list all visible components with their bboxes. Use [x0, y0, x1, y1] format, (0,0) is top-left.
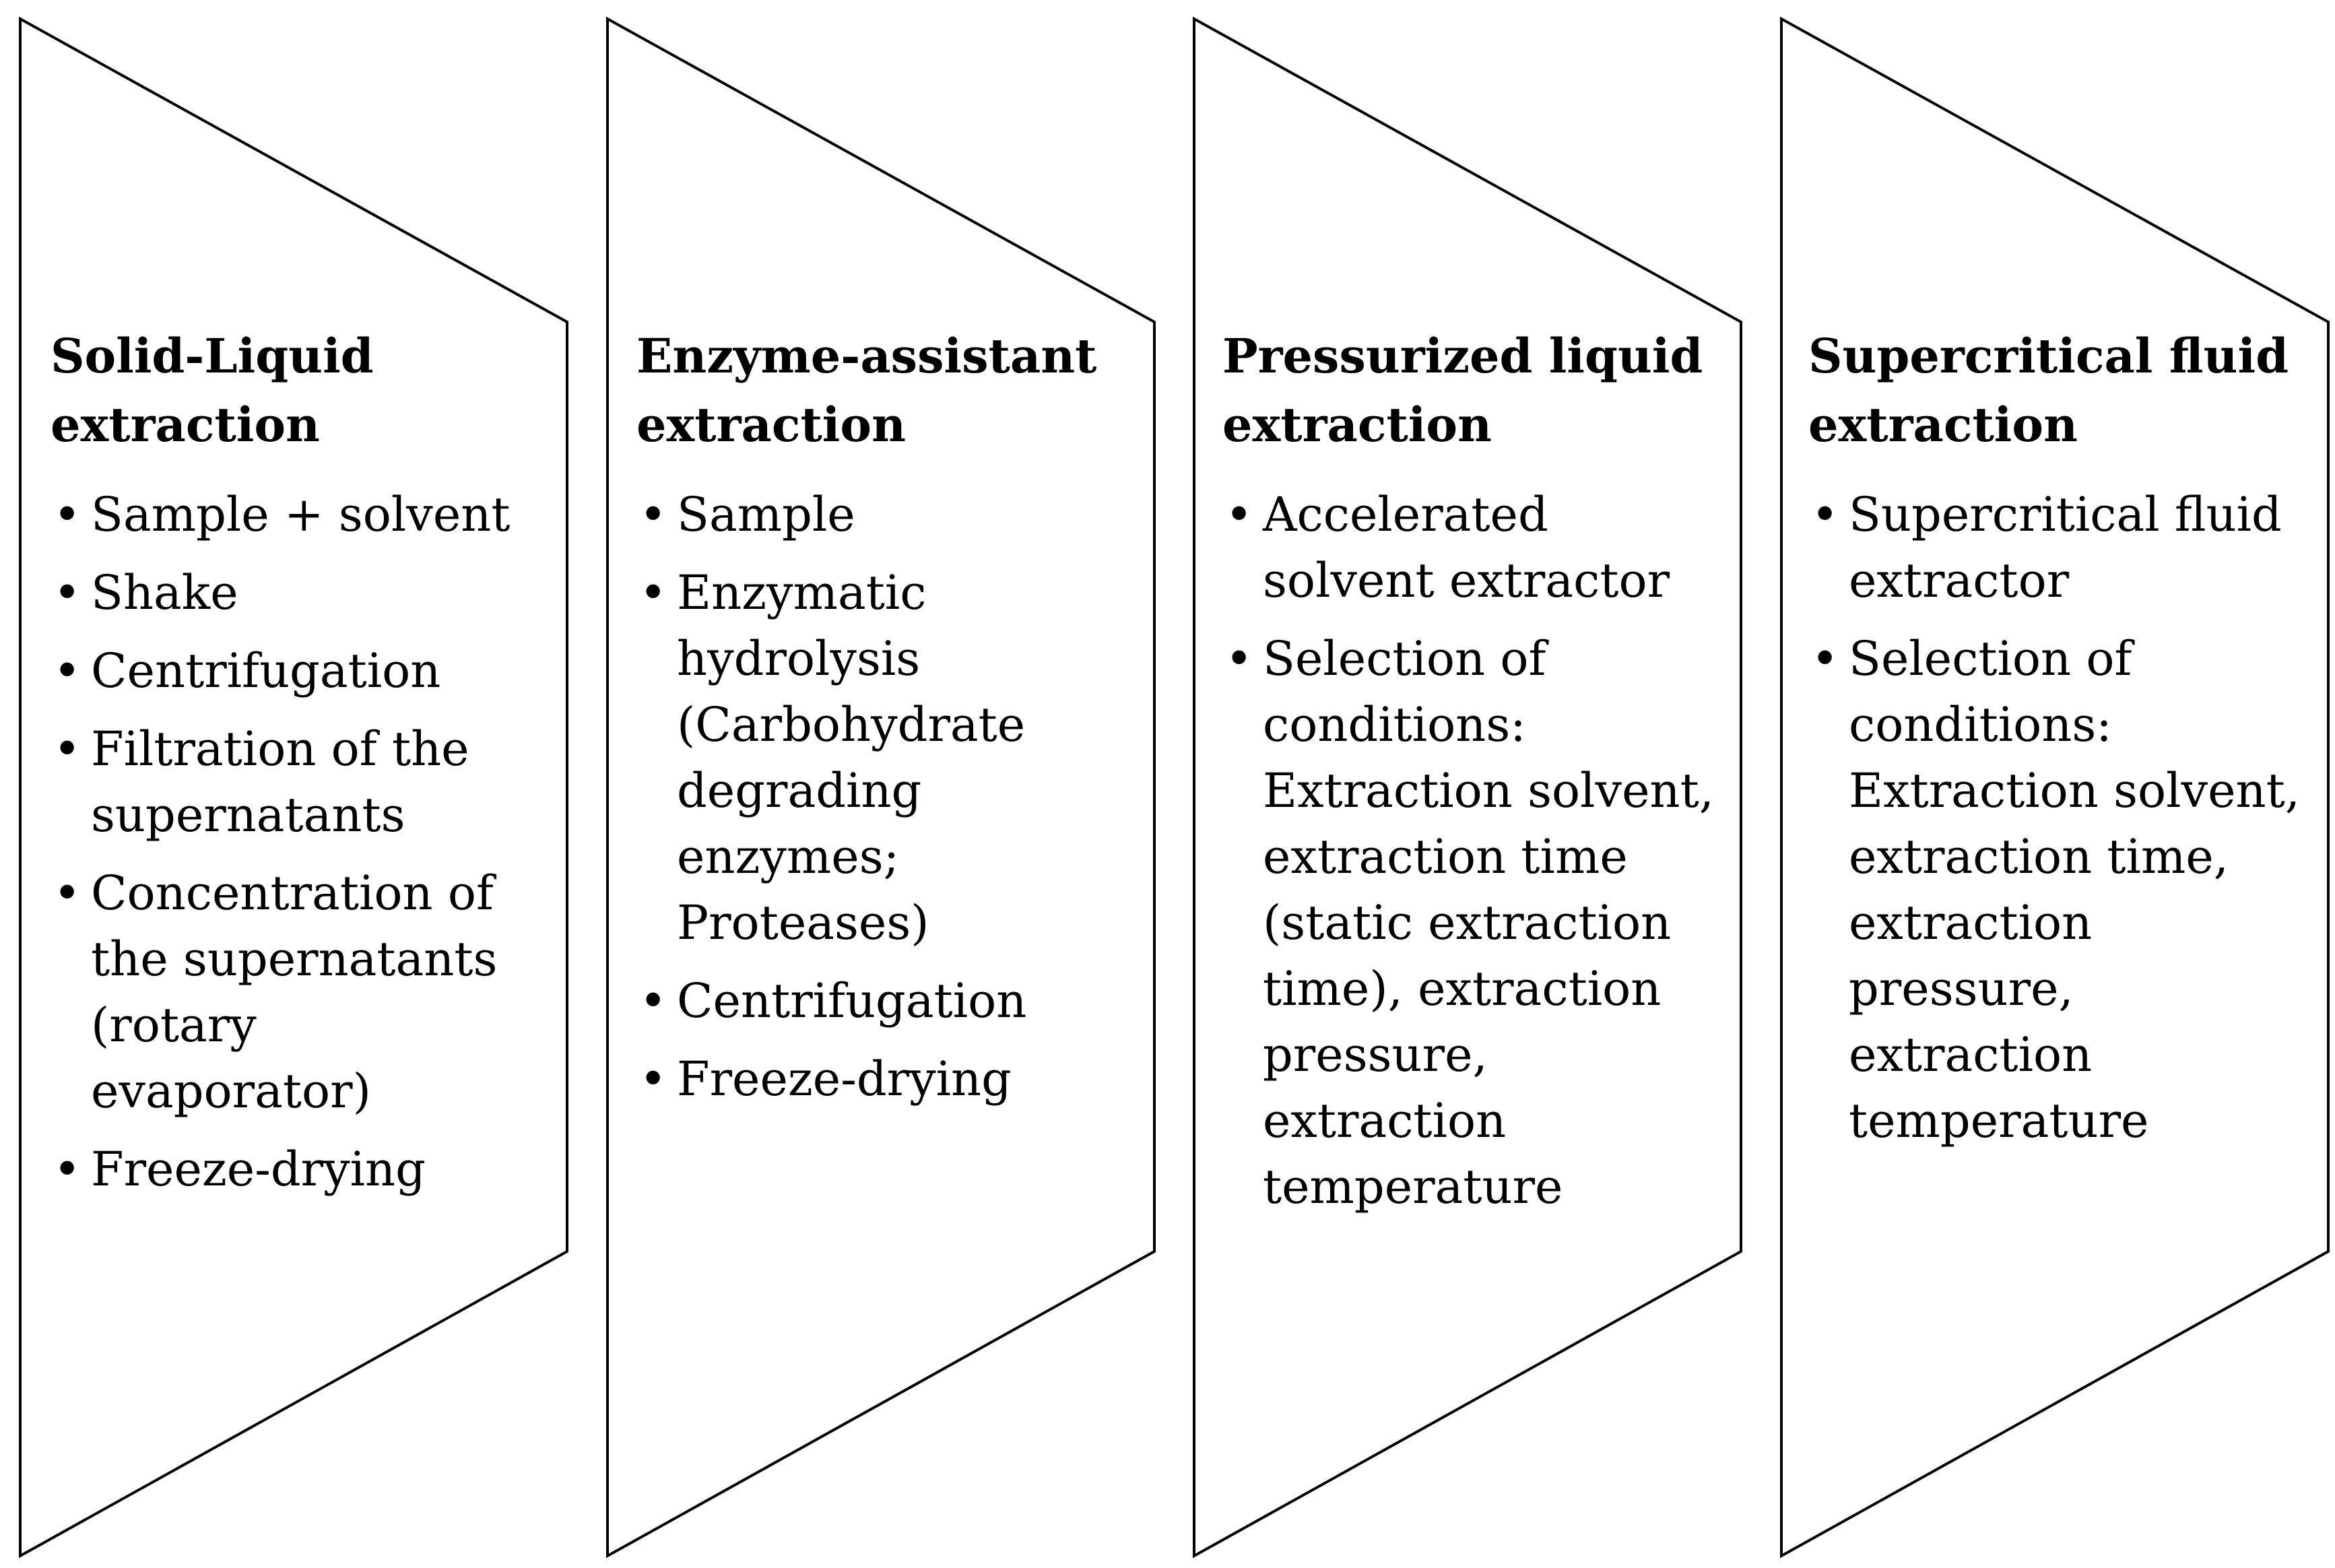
- step-item: •Freeze-drying: [51, 1136, 542, 1202]
- step-text: Accelerated solvent extractor: [1263, 487, 1670, 608]
- step-text: Enzymatic hydrolysis (Carbohydrate degra…: [677, 565, 1026, 950]
- step-text: Centrifugation: [91, 643, 441, 698]
- panel-title-line: Supercritical fluid: [1808, 328, 2289, 384]
- panel-title-3: Pressurized liquid extraction: [1222, 322, 1703, 459]
- step-item: •Accelerated solvent extractor: [1222, 482, 1721, 614]
- step-item: •Sample + solvent: [51, 482, 542, 548]
- step-item: •Selection of conditions: Extraction sol…: [1808, 626, 2320, 1154]
- bullet-icon: •: [53, 1142, 81, 1197]
- bullet-icon: •: [639, 565, 667, 620]
- step-item: •Concentration of the supernatants (rota…: [51, 860, 542, 1124]
- step-item: •Centrifugation: [636, 968, 1135, 1034]
- panel-title-line: Solid-Liquid: [51, 328, 374, 384]
- chevron-shape-2: [606, 16, 1156, 1559]
- step-list-4: •Supercritical fluid extractor•Selection…: [1808, 482, 2320, 1166]
- step-text: Concentration of the supernatants (rotar…: [91, 865, 498, 1119]
- bullet-icon: •: [639, 1051, 667, 1107]
- step-list-1: •Sample + solvent•Shake•Centrifugation•F…: [51, 482, 542, 1214]
- step-text: Freeze-drying: [677, 1051, 1012, 1107]
- panel-title-1: Solid-Liquid extraction: [51, 322, 374, 459]
- panel-title-line: Enzyme-assistant: [636, 328, 1097, 384]
- panel-title-4: Supercritical fluid extraction: [1808, 322, 2289, 459]
- panel-title-line: extraction: [636, 397, 906, 453]
- panel-title-2: Enzyme-assistant extraction: [636, 322, 1096, 459]
- step-text: Filtration of the supernatants: [91, 721, 469, 843]
- panel-title-line: Pressurized liquid: [1222, 328, 1703, 384]
- step-item: •Shake: [51, 560, 542, 626]
- step-text: Freeze-drying: [91, 1142, 426, 1197]
- step-item: •Centrifugation: [51, 638, 542, 704]
- step-item: •Selection of conditions: Extraction sol…: [1222, 626, 1721, 1220]
- step-list-3: •Accelerated solvent extractor•Selection…: [1222, 482, 1721, 1232]
- bullet-icon: •: [639, 487, 667, 542]
- chevron-shape-1: [19, 16, 568, 1559]
- bullet-icon: •: [1811, 487, 1839, 542]
- bullet-icon: •: [53, 865, 81, 921]
- step-item: •Sample: [636, 482, 1135, 548]
- bullet-icon: •: [53, 721, 81, 777]
- bullet-icon: •: [1225, 631, 1253, 686]
- chevron-shape-4: [1780, 16, 2330, 1559]
- chevron-shape-3: [1193, 16, 1742, 1559]
- bullet-icon: •: [1811, 631, 1839, 686]
- step-list-2: •Sample•Enzymatic hydrolysis (Carbohydra…: [636, 482, 1135, 1124]
- panel-title-line: extraction: [51, 397, 320, 453]
- step-item: •Freeze-drying: [636, 1046, 1135, 1112]
- step-text: Sample + solvent: [91, 487, 511, 542]
- step-text: Shake: [91, 565, 238, 620]
- bullet-icon: •: [53, 643, 81, 698]
- bullet-icon: •: [639, 973, 667, 1028]
- step-text: Selection of conditions: Extraction solv…: [1849, 631, 2300, 1148]
- bullet-icon: •: [1225, 487, 1253, 542]
- panel-title-line: extraction: [1222, 397, 1492, 453]
- step-text: Centrifugation: [677, 973, 1027, 1028]
- bullet-icon: •: [53, 565, 81, 620]
- step-text: Supercritical fluid extractor: [1849, 487, 2282, 608]
- panel-title-line: extraction: [1808, 397, 2078, 453]
- step-text: Selection of conditions: Extraction solv…: [1263, 631, 1714, 1214]
- step-item: •Enzymatic hydrolysis (Carbohydrate degr…: [636, 560, 1135, 956]
- step-item: •Filtration of the supernatants: [51, 716, 542, 848]
- bullet-icon: •: [53, 487, 81, 542]
- step-item: •Supercritical fluid extractor: [1808, 482, 2320, 614]
- step-text: Sample: [677, 487, 855, 542]
